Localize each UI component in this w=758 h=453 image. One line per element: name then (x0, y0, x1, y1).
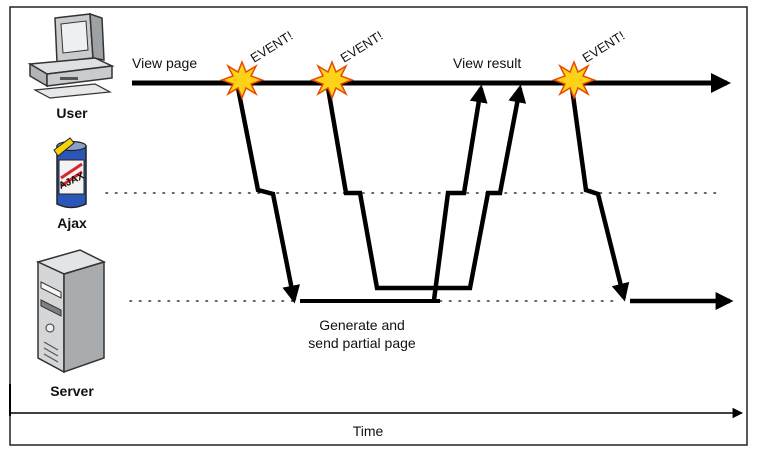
user-computer-icon (27, 12, 115, 99)
user-label: User (56, 105, 88, 121)
event-label-3: EVENT! (580, 28, 628, 66)
server-label: Server (50, 383, 94, 399)
time-axis-label: Time (353, 423, 384, 439)
view-page-label: View page (132, 55, 197, 71)
event-burst-2 (309, 59, 355, 101)
event-label-1: EVENT! (248, 28, 296, 66)
event-burst-3 (551, 59, 597, 101)
event3-flow-down (569, 87, 630, 302)
diagram-frame (9, 6, 748, 446)
event-label-2: EVENT! (338, 28, 386, 66)
generate-label-line2: send partial page (308, 335, 416, 351)
ajax-can-icon: AJAX (53, 137, 87, 209)
event1-flow-down (235, 87, 301, 304)
ajax-label: Ajax (57, 215, 87, 231)
server-tower-icon (35, 249, 107, 374)
server-response-flow-up (431, 84, 488, 301)
view-result-label: View result (453, 55, 521, 71)
event2-flow-loop (325, 84, 527, 291)
event-burst-1 (219, 59, 265, 101)
generate-label-line1: Generate and (319, 317, 405, 333)
